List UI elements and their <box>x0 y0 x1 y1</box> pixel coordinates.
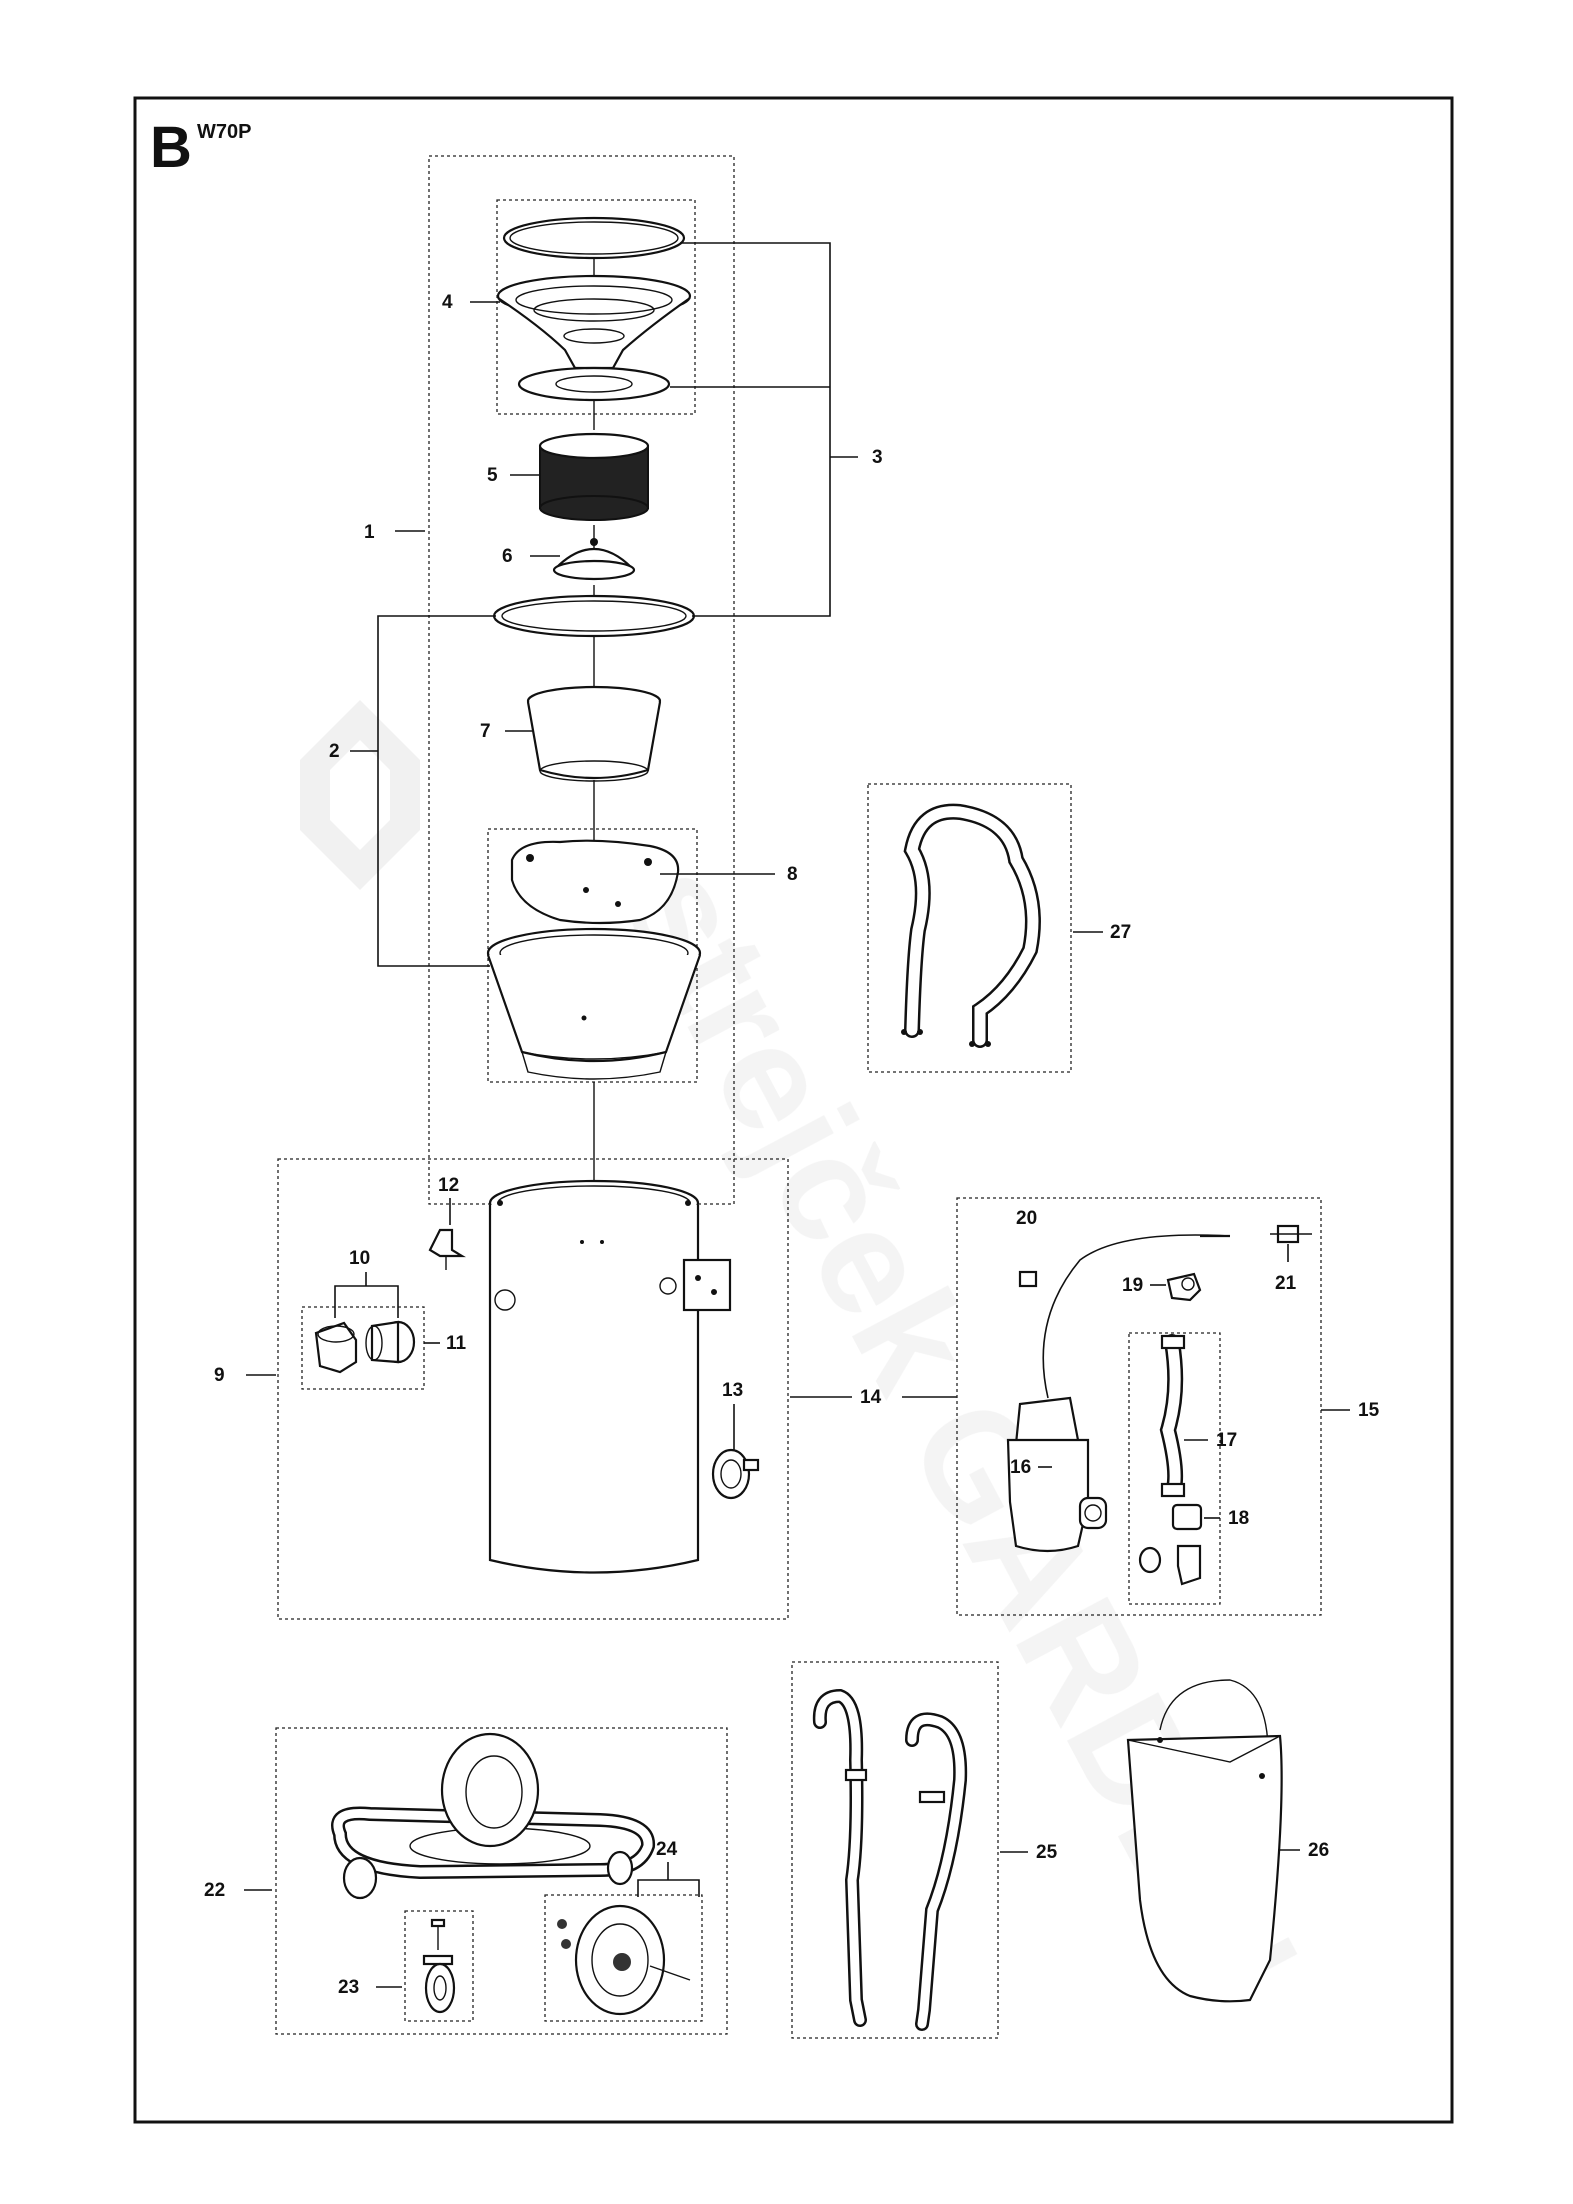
float-switch-part <box>1270 1224 1312 1244</box>
callout-20: 20 <box>1016 1208 1037 1229</box>
diagram-border <box>133 96 1454 2124</box>
section-letter: B <box>150 115 192 180</box>
inlet-elbow-part <box>314 1321 358 1374</box>
group-box-23 <box>404 1910 474 2022</box>
callout-18: 18 <box>1228 1508 1249 1529</box>
callout-24: 24 <box>656 1839 678 1860</box>
gasket-disc-part <box>517 366 671 402</box>
group-box-4 <box>496 199 696 415</box>
group-box-10 <box>301 1306 425 1390</box>
group-box-24 <box>544 1894 703 2022</box>
callout-27: 27 <box>1110 922 1131 943</box>
group-box-9 <box>277 1158 789 1620</box>
callout-2: 2 <box>329 741 340 762</box>
caster-wheel-part <box>422 1918 456 2014</box>
rear-wheel-part <box>557 1904 691 2016</box>
main-seal-ring-part <box>492 594 696 638</box>
callout-10: 10 <box>349 1248 370 1269</box>
cable-gland-part <box>1018 1270 1038 1288</box>
callout-19: 19 <box>1122 1275 1143 1296</box>
lid-plate-part <box>510 839 680 925</box>
hose-fitting-part <box>1138 1503 1203 1586</box>
callout-17: 17 <box>1216 1430 1237 1451</box>
callout-8: 8 <box>787 864 798 885</box>
callout-5: 5 <box>487 465 498 486</box>
gasket-disc-part <box>555 375 633 393</box>
collection-bag-part <box>1126 1679 1283 2003</box>
drain-fitting-part <box>711 1448 760 1500</box>
float-cone-part <box>552 538 636 581</box>
bracket-2 <box>377 615 496 967</box>
callout-labels: 1 2 3 4 5 6 7 8 9 10 11 12 13 14 15 16 1… <box>204 292 1380 1998</box>
chassis-frame-part <box>331 1732 655 1900</box>
discharge-hose-part <box>1159 1334 1186 1498</box>
callout-16: 16 <box>1010 1457 1031 1478</box>
callout-6: 6 <box>502 546 513 567</box>
pump-cable <box>1042 1234 1231 1399</box>
filter-ring-part <box>502 216 686 260</box>
callout-7: 7 <box>480 721 491 742</box>
callout-1: 1 <box>364 522 375 543</box>
group-box-1 <box>428 155 735 1205</box>
callout-25: 25 <box>1036 1842 1058 1863</box>
pump-part <box>1006 1396 1108 1553</box>
head-bowl-part <box>486 927 702 1080</box>
tank-drum-part <box>488 1179 732 1574</box>
bracket-3 <box>680 242 831 617</box>
callout-4: 4 <box>442 292 453 313</box>
group-box-17 <box>1128 1332 1221 1605</box>
callout-13: 13 <box>722 1380 743 1401</box>
inner-bucket-part <box>526 685 662 782</box>
callout-11: 11 <box>446 1333 467 1354</box>
callout-21: 21 <box>1275 1273 1297 1294</box>
callout-3: 3 <box>872 447 883 468</box>
handle-tubes-part <box>812 1688 968 2031</box>
callout-9: 9 <box>214 1365 225 1386</box>
group-box-25 <box>791 1661 999 2039</box>
cartridge-filter-part <box>538 432 650 521</box>
watermark-logo-icon <box>300 700 420 890</box>
group-box-15 <box>956 1197 1322 1616</box>
latch-clip-part <box>428 1228 466 1270</box>
filter-ring-part <box>509 221 679 255</box>
bracket-10 <box>334 1285 399 1318</box>
group-box-8 <box>487 828 698 1083</box>
push-handle-part <box>901 803 1041 1048</box>
callout-15: 15 <box>1358 1400 1380 1421</box>
callout-12: 12 <box>438 1175 459 1196</box>
callout-22: 22 <box>204 1880 225 1901</box>
callout-23: 23 <box>338 1977 359 1998</box>
model-label: W70P <box>197 121 251 143</box>
callout-26: 26 <box>1308 1840 1329 1861</box>
callout-14: 14 <box>860 1387 882 1408</box>
main-seal-ring-part <box>501 600 687 632</box>
inlet-sleeve-part <box>365 1320 416 1364</box>
hose-clamp-part <box>1166 1272 1202 1302</box>
filter-lid-part <box>496 274 692 370</box>
